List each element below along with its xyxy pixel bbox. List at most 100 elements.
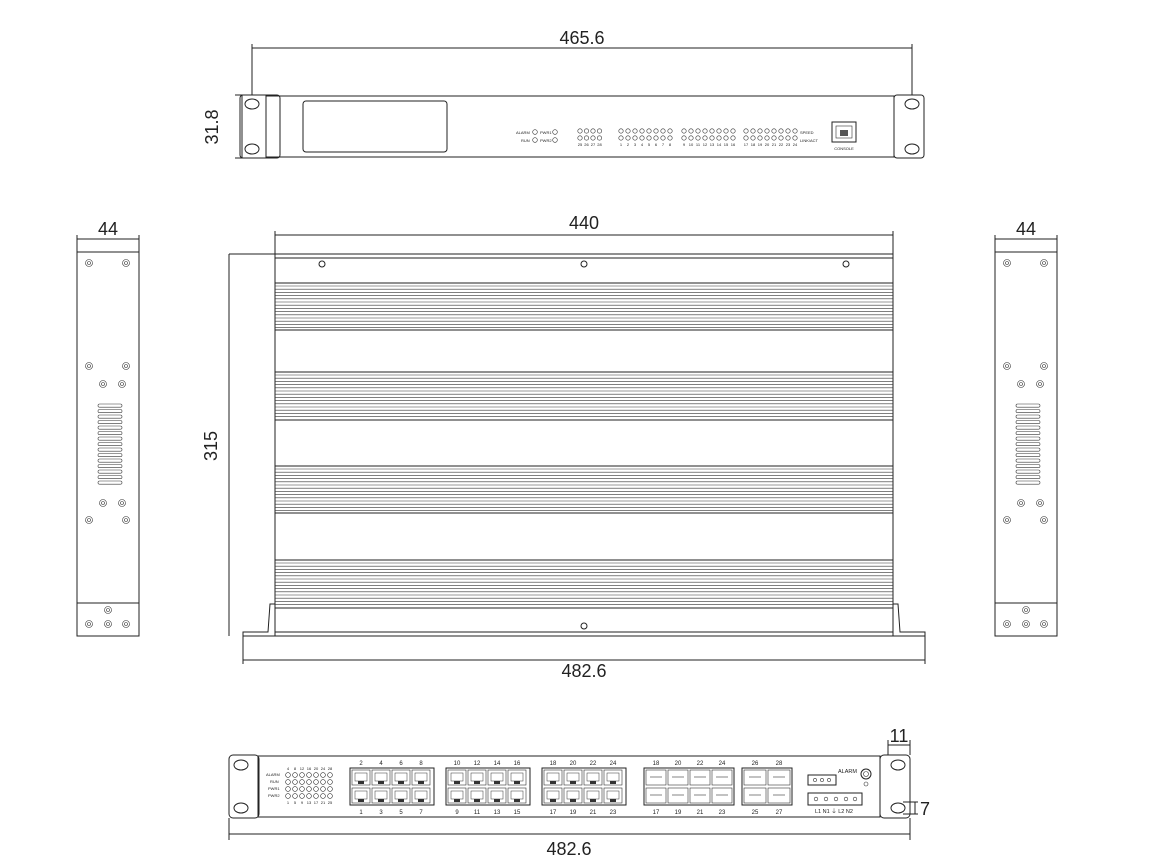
led	[625, 128, 631, 134]
led-number: 13	[710, 142, 715, 147]
port-number: 22	[590, 761, 597, 767]
led-number: 18	[751, 142, 756, 147]
rj45-block	[541, 767, 627, 806]
led	[716, 128, 722, 134]
port-number: 28	[776, 761, 783, 767]
screw	[1040, 259, 1048, 267]
front-left-ear	[228, 754, 260, 819]
pwr1-label: PWR1	[540, 130, 552, 135]
led	[646, 135, 652, 141]
led-number: 2	[627, 142, 630, 147]
screw	[85, 259, 93, 267]
ear-hole-dimension: 7	[920, 799, 930, 819]
rj45-tab	[454, 781, 460, 784]
led	[632, 135, 638, 141]
rj45-tab	[418, 799, 424, 802]
screw	[122, 516, 130, 524]
port-number: 22	[697, 761, 704, 767]
sfp-port	[767, 769, 791, 786]
led	[306, 772, 312, 778]
led	[590, 128, 596, 134]
screws	[85, 259, 130, 628]
led	[313, 772, 319, 778]
port-number: 16	[514, 761, 521, 767]
led	[313, 793, 319, 799]
led	[709, 135, 715, 141]
ear-width-dimension: 11	[890, 726, 909, 746]
led	[730, 135, 736, 141]
led-number: 5	[648, 142, 651, 147]
port-number: 2	[359, 761, 363, 767]
led	[723, 128, 729, 134]
vent-slot	[97, 431, 123, 436]
led	[618, 128, 624, 134]
rj45-tab	[570, 799, 576, 802]
led	[653, 128, 659, 134]
led	[285, 772, 291, 778]
led	[583, 135, 589, 141]
pwr2-label: PWR2	[540, 138, 552, 143]
led	[292, 786, 298, 792]
front-right-ear	[879, 754, 911, 819]
power-terminal	[807, 792, 863, 806]
led-number: 9	[301, 800, 304, 805]
right-flange	[893, 603, 926, 637]
run-label: RUN	[521, 138, 530, 143]
port-number: 23	[610, 810, 617, 816]
led-number: 21	[772, 142, 777, 147]
ground-screw	[860, 768, 872, 780]
led	[320, 772, 326, 778]
led-number: 23	[786, 142, 791, 147]
led	[313, 779, 319, 785]
screw-center	[1005, 364, 1009, 368]
rj45-tab	[494, 799, 500, 802]
screw-center	[87, 622, 91, 626]
screw	[85, 516, 93, 524]
led	[299, 779, 305, 785]
led	[785, 135, 791, 141]
led	[583, 128, 589, 134]
led	[723, 135, 729, 141]
led-number: 11	[696, 142, 701, 147]
screw	[842, 260, 850, 268]
led	[327, 779, 333, 785]
screw	[1022, 606, 1030, 614]
screw	[1003, 362, 1011, 370]
led	[743, 135, 749, 141]
vent-slot	[97, 442, 123, 447]
vent-slot	[1015, 436, 1041, 441]
vent-slot	[1015, 475, 1041, 480]
screw-center	[1019, 382, 1023, 386]
screw-center	[1005, 261, 1009, 265]
led-number: 4	[287, 766, 290, 771]
ear-hole	[890, 759, 906, 771]
screw-center	[1042, 364, 1046, 368]
screw	[118, 499, 126, 507]
screw	[1003, 259, 1011, 267]
led-number: 9	[683, 142, 686, 147]
vent-slot	[1015, 442, 1041, 447]
screw-center	[87, 364, 91, 368]
right-ear	[893, 94, 925, 159]
ground-symbol-icon	[863, 781, 869, 787]
screw-center	[1042, 518, 1046, 522]
led-number: 15	[724, 142, 729, 147]
port-number: 21	[590, 810, 597, 816]
led	[778, 128, 784, 134]
vent-slot	[97, 480, 123, 485]
led-number: 7	[662, 142, 665, 147]
sfp-port	[667, 787, 689, 804]
ear-hole	[904, 143, 920, 155]
right-side-view: 44	[994, 219, 1058, 637]
led-number: 12	[703, 142, 708, 147]
led-number: 1	[620, 142, 623, 147]
port-number: 26	[752, 761, 759, 767]
vent-slot	[97, 403, 123, 408]
vent-slot	[97, 475, 123, 480]
led	[778, 135, 784, 141]
led-number: 3	[634, 142, 637, 147]
led	[306, 779, 312, 785]
vent-slot	[1015, 425, 1041, 430]
